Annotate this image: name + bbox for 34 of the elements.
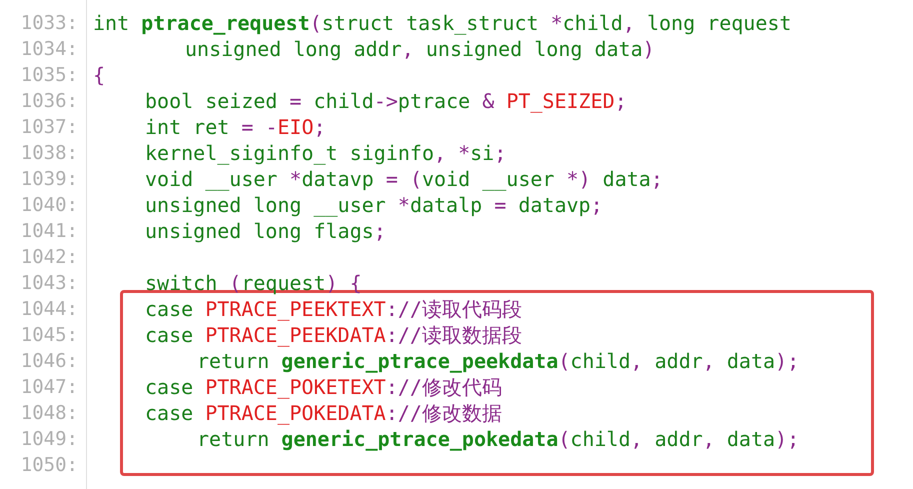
line-number: 1045: [20, 323, 78, 348]
code-line: case PTRACE_PEEKTEXT://读取代码段 [145, 296, 522, 322]
line-number: 1037: [20, 115, 78, 140]
line-number: 1033: [20, 11, 78, 36]
code-line: unsigned long addr, unsigned long data) [185, 36, 655, 62]
line-number: 1049: [20, 427, 78, 452]
line-number: 1040: [20, 193, 78, 218]
code-line: return generic_ptrace_peekdata(child, addr, data); [197, 348, 800, 374]
line-number: 1038: [20, 141, 78, 166]
code-line: case PTRACE_POKETEXT://修改代码 [145, 374, 502, 400]
line-number: 1041: [20, 219, 78, 244]
line-number: 1034: [20, 37, 78, 62]
code-line: unsigned long flags; [145, 218, 386, 244]
line-number: 1042: [20, 245, 78, 270]
line-number: 1047: [20, 375, 78, 400]
line-number: 1050: [20, 453, 78, 478]
line-number: 1046: [20, 349, 78, 374]
line-number: 1048: [20, 401, 78, 426]
code-line: int ptrace_request(struct task_struct *child, long request [93, 10, 792, 36]
code-line: { [93, 62, 106, 88]
line-number: 1039: [20, 167, 78, 192]
line-number: 1044: [20, 297, 78, 322]
code-line: return generic_ptrace_pokedata(child, addr, data); [197, 426, 800, 452]
code-line: kernel_siginfo_t siginfo, *si; [145, 140, 506, 166]
code-line: void __user *datavp = (void __user *) data; [145, 166, 663, 192]
code-line: bool seized = child->ptrace & PT_SEIZED; [145, 88, 627, 114]
code-line: switch (request) { [145, 270, 362, 296]
code-line: case PTRACE_POKEDATA://修改数据 [145, 400, 502, 426]
code-line: unsigned long __user *datalp = datavp; [145, 192, 603, 218]
line-number: 1035: [20, 63, 78, 88]
line-number: 1036: [20, 89, 78, 114]
code-line: int ret = -EIO; [145, 114, 326, 140]
line-number: 1043: [20, 271, 78, 296]
code-line: case PTRACE_PEEKDATA://读取数据段 [145, 322, 522, 348]
